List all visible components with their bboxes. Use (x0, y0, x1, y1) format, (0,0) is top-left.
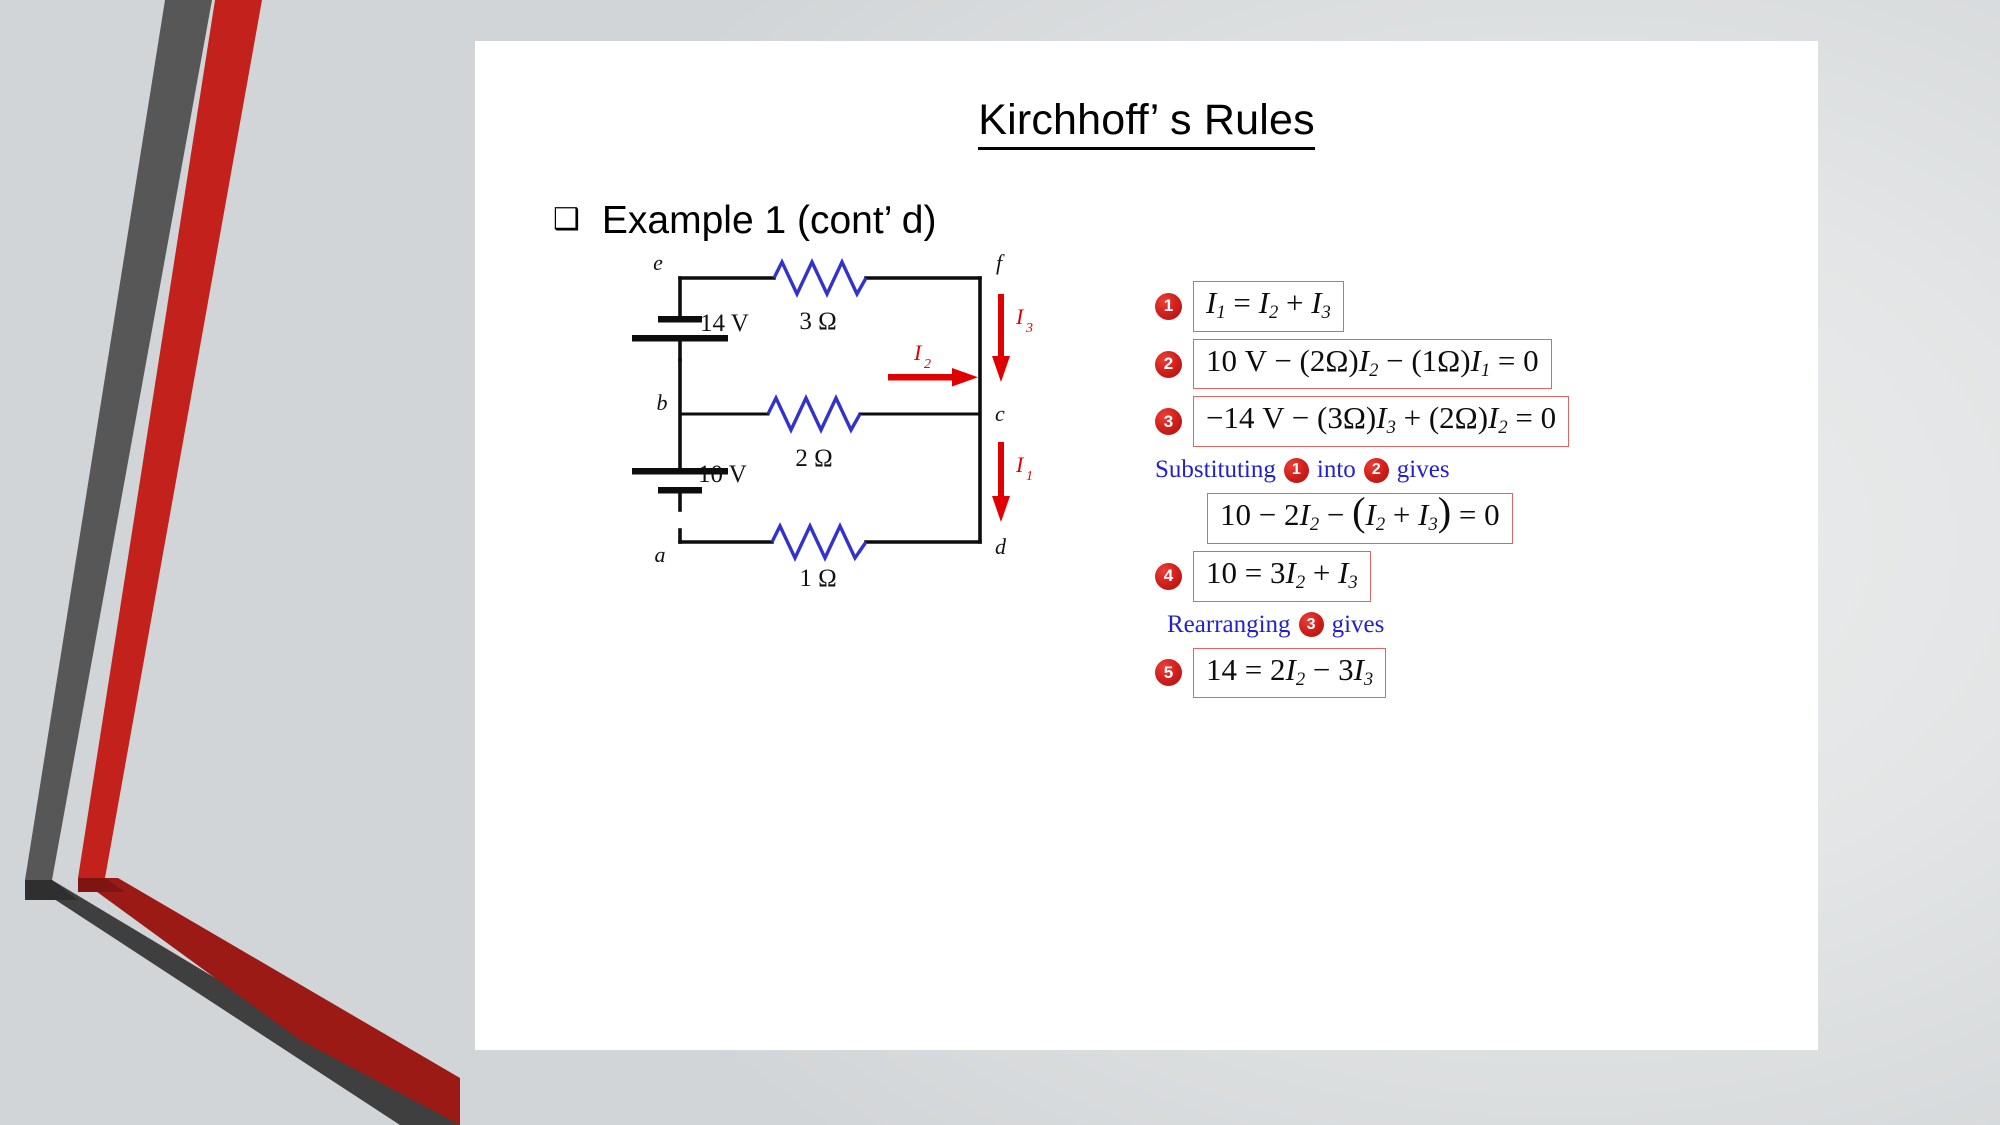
source-label-14v: 14 V (700, 310, 749, 337)
resistor-3ohm (772, 257, 868, 299)
ribbon-gray-band (25, 0, 212, 880)
current-arrow-I3 (992, 294, 1010, 382)
resistor-label-1ohm: 1 Ω (799, 565, 836, 592)
equation-badge-5: 5 (1155, 659, 1182, 687)
resistor-label-2ohm: 2 Ω (795, 445, 832, 472)
equation-box-4: 10 = 3I2 + I3 (1193, 550, 1371, 602)
note-rearranging: Rearranging 3 gives (1167, 611, 1795, 639)
node-label-b: b (657, 390, 668, 415)
node-label-c: c (995, 401, 1005, 426)
svg-text:I: I (913, 340, 923, 365)
resistor-label-3ohm: 3 Ω (799, 308, 836, 335)
battery-14v (632, 316, 728, 342)
svg-text:1: 1 (1026, 469, 1033, 484)
page-title: Kirchhoff’ s Rules (475, 96, 1818, 150)
battery-10v (632, 468, 728, 494)
equation-badge-3: 3 (1155, 408, 1182, 436)
equation-box-3: −14 V − (3Ω)I3 + (2Ω)I2 = 0 (1193, 396, 1570, 448)
current-label-I2: I 2 (913, 340, 931, 372)
node-label-e: e (653, 250, 663, 275)
current-label-I3: I 3 (1015, 304, 1033, 336)
equation-row-2: 2 10 V − (2Ω)I2 − (1Ω)I1 = 0 (1155, 338, 1795, 390)
note-substituting-pre: Substituting (1155, 456, 1276, 484)
equation-badge-4: 4 (1155, 562, 1182, 590)
node-label-f: f (996, 250, 1005, 275)
svg-text:I: I (1015, 452, 1025, 477)
battery-10v-long-plate (632, 468, 728, 475)
battery-10v-short-plate (658, 487, 702, 494)
equation-box-sub: 10 − 2I2 − (I2 + I3) = 0 (1207, 492, 1513, 544)
source-label-10v: 10 V (698, 461, 747, 488)
equation-row-1: 1 I1 = I2 + I3 (1155, 281, 1795, 332)
ribbon-gray-band-shadow (25, 880, 78, 900)
bullet-item: ❑ Example 1 (cont’ d) (553, 199, 936, 243)
note-rearranging-pre: Rearranging (1167, 610, 1291, 638)
note-rearranging-post: gives (1331, 610, 1385, 638)
equation-box-5: 14 = 2I2 − 3I3 (1193, 647, 1387, 699)
svg-text:2: 2 (924, 357, 931, 372)
equation-badge-1: 1 (1155, 292, 1182, 320)
resistor-1ohm (770, 521, 868, 563)
note-substituting-mid: into (1316, 456, 1356, 484)
bullet-item-label: Example 1 (cont’ d) (601, 199, 937, 242)
battery-14v-short-plate (658, 316, 702, 323)
equation-badge-2: 2 (1155, 350, 1182, 378)
svg-text:3: 3 (1025, 321, 1033, 336)
equation-box-1: I1 = I2 + I3 (1193, 281, 1344, 332)
node-label-d: d (995, 534, 1007, 559)
theme-ribbon-decoration (0, 0, 460, 1125)
equations-column: 1 I1 = I2 + I3 2 10 V − (2Ω)I2 − (1Ω)I1 … (1155, 281, 1795, 705)
note-substituting-post: gives (1396, 456, 1450, 484)
equation-box-2: 10 V − (2Ω)I2 − (1Ω)I1 = 0 (1193, 338, 1552, 390)
equation-row-sub: 10 − 2I2 − (I2 + I3) = 0 (1207, 492, 1795, 544)
ribbon-red-band (78, 0, 262, 878)
equation-row-4: 4 10 = 3I2 + I3 (1155, 550, 1795, 602)
battery-14v-long-plate (632, 335, 728, 342)
ribbon-red-band-lower (78, 878, 460, 1125)
resistor-2ohm (766, 393, 862, 435)
circuit-diagram: e f b c a d 14 V 10 V 3 Ω 2 Ω 1 Ω (632, 250, 1070, 592)
current-arrow-I2 (888, 368, 978, 387)
current-arrow-I1 (992, 442, 1010, 522)
note-substituting: Substituting 1 into 2 gives (1155, 456, 1795, 484)
ribbon-red-band-edge (78, 878, 125, 892)
note-badge-2: 2 (1363, 457, 1389, 483)
bullet-square-icon: ❑ (553, 203, 580, 236)
slide-panel: Kirchhoff’ s Rules ❑ Example 1 (cont’ d) (475, 41, 1818, 1050)
svg-text:I: I (1015, 304, 1025, 329)
note-badge-1: 1 (1283, 457, 1309, 483)
node-label-a: a (655, 542, 666, 567)
equation-row-3: 3 −14 V − (3Ω)I3 + (2Ω)I2 = 0 (1155, 396, 1795, 448)
note-badge-3: 3 (1298, 612, 1324, 638)
current-label-I1: I 1 (1015, 452, 1033, 484)
page-title-text: Kirchhoff’ s Rules (978, 96, 1315, 150)
equation-row-5: 5 14 = 2I2 − 3I3 (1155, 647, 1795, 699)
